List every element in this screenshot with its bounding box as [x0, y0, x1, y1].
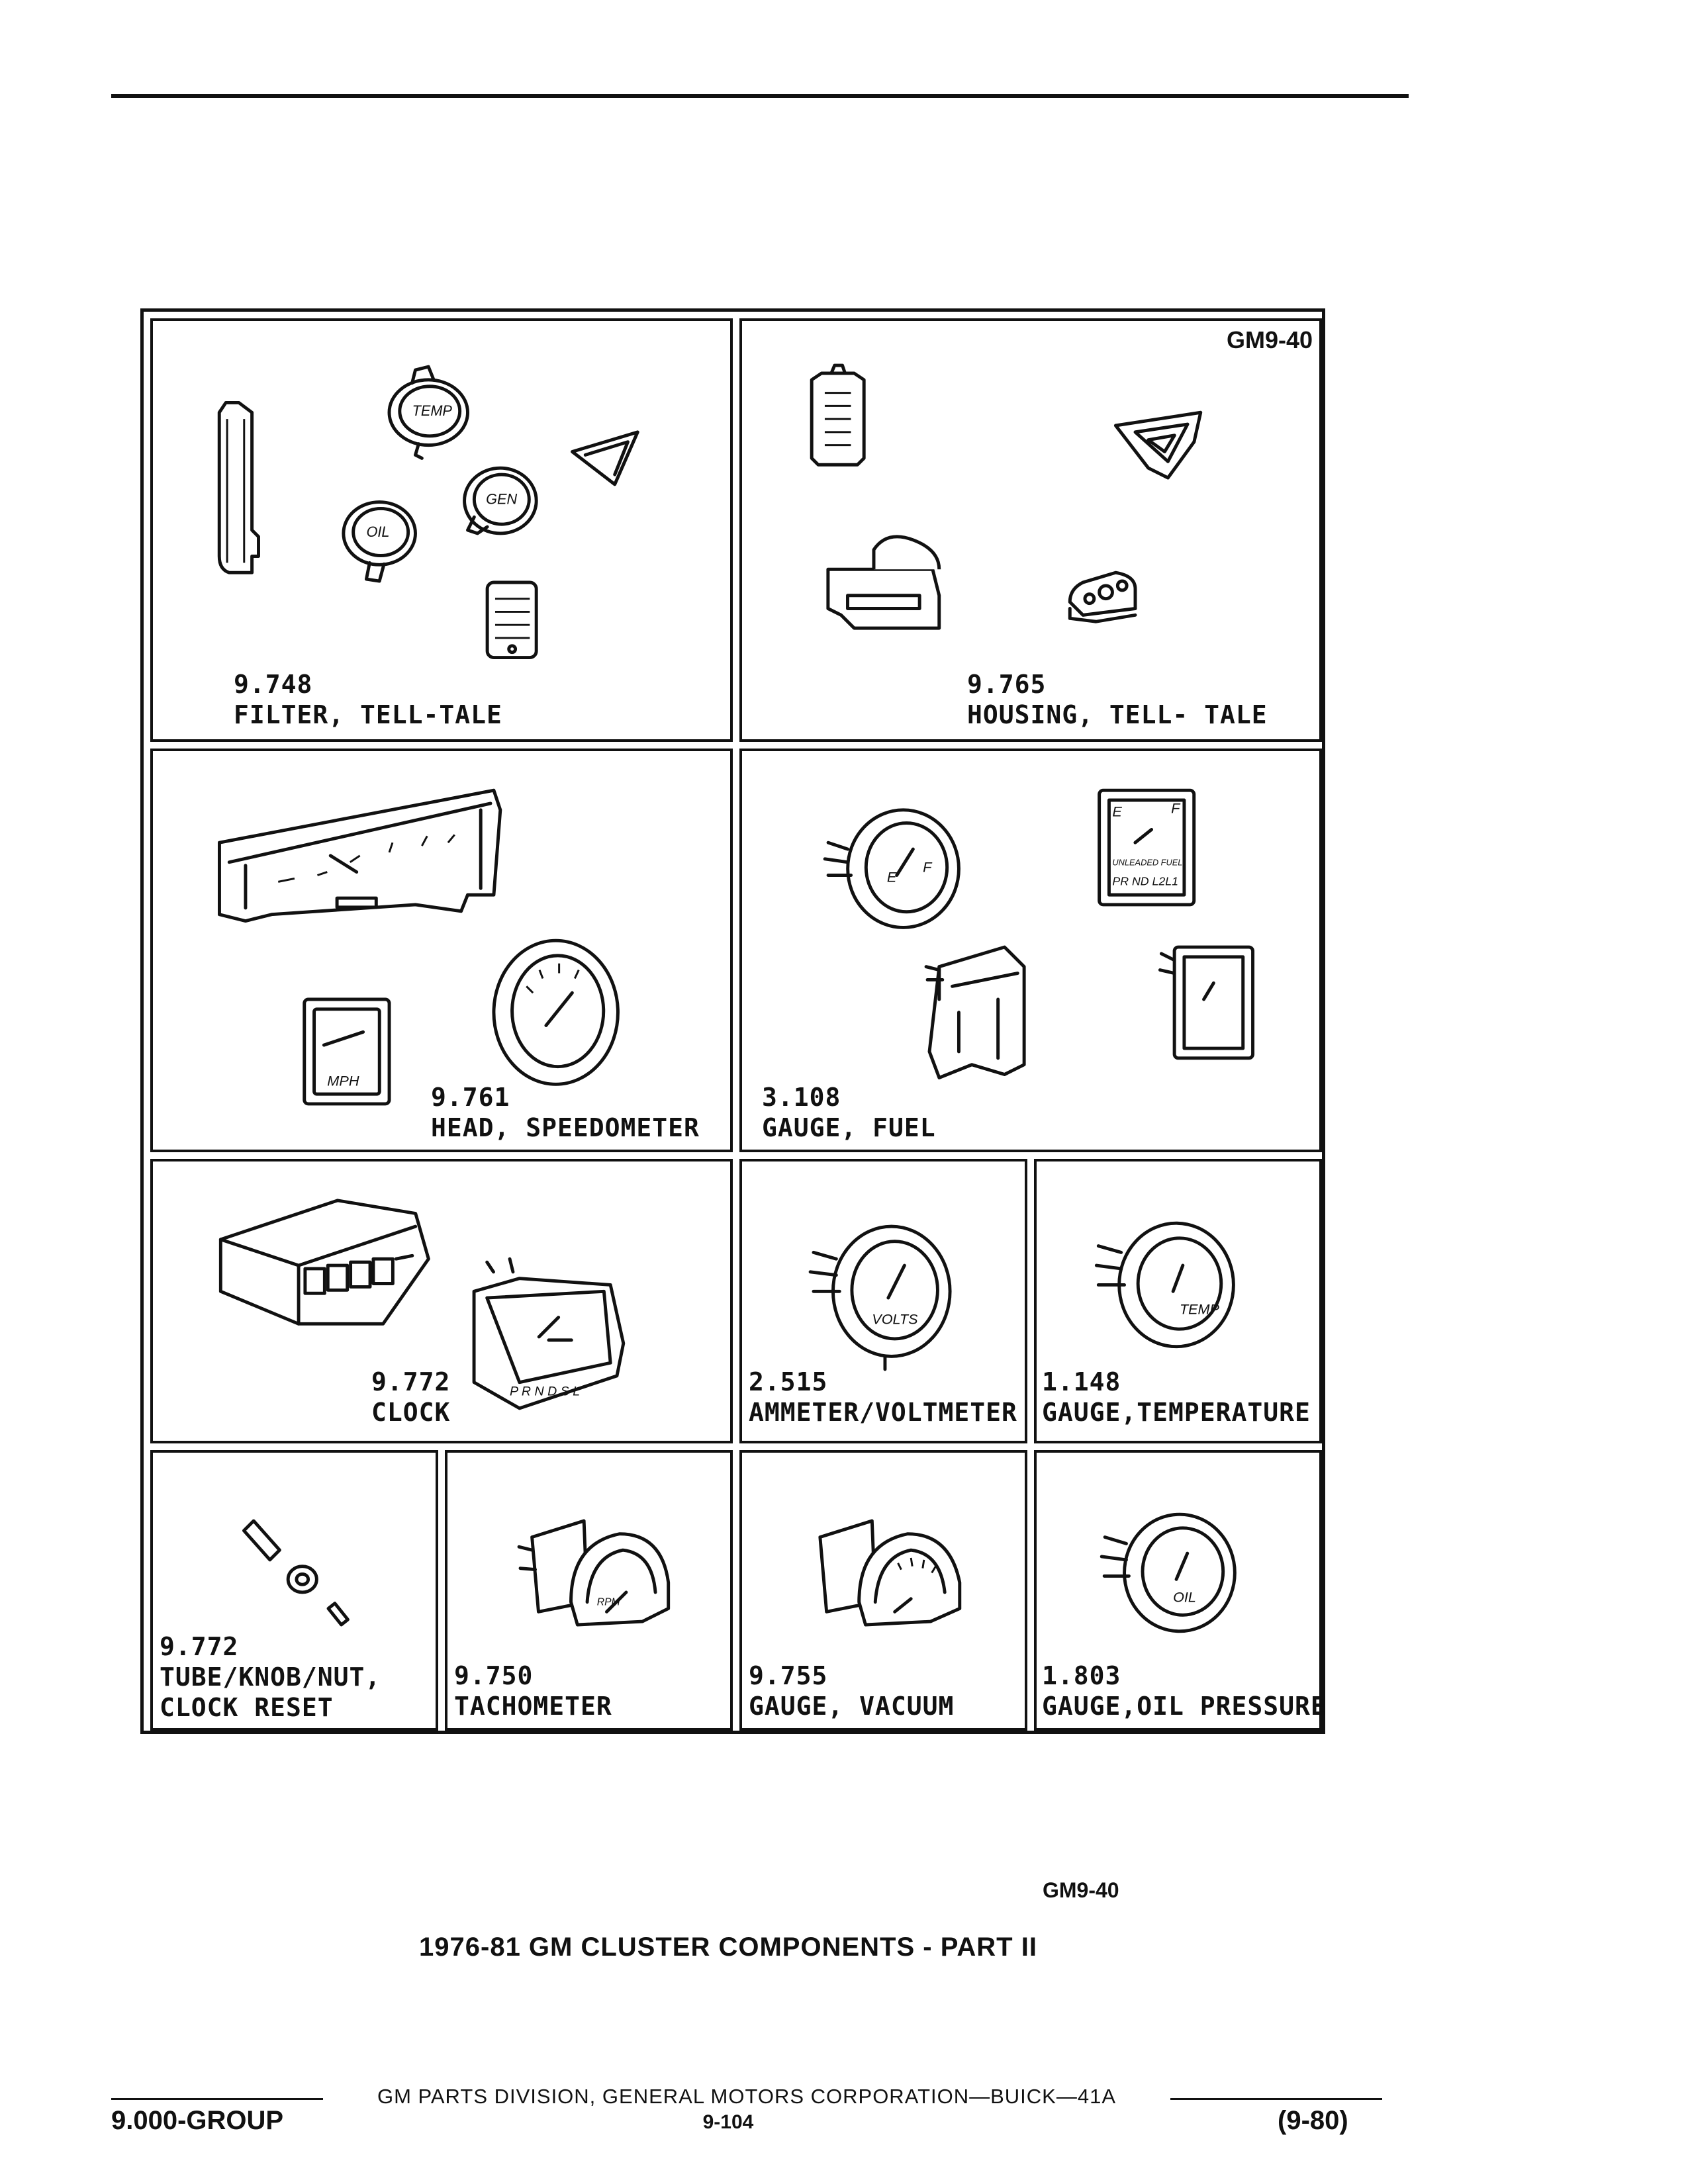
part-name: CLOCK: [371, 1398, 451, 1427]
label-gauge-vacuum: 9.755 GAUGE, VACUUM: [749, 1661, 954, 1721]
cell-head-speedometer: MPH 9.761 HEAD, SPEEDOMETER: [150, 749, 733, 1152]
part-name: AMMETER/VOLTMETER: [749, 1398, 1017, 1427]
label-gauge-temperature: 1.148 GAUGE,TEMPERATURE: [1042, 1367, 1311, 1428]
parts-figure: TEMP GEN OIL 9.748 FILTER, TELL-TALE GM9…: [140, 308, 1326, 1734]
mph-label: MPH: [327, 1072, 359, 1089]
part-number: 3.108: [762, 1083, 841, 1112]
part-number: 2.515: [749, 1367, 828, 1396]
part-name: GAUGE,TEMPERATURE: [1042, 1398, 1311, 1427]
speedometer-drawing: MPH: [217, 788, 620, 1106]
figure-code-top: GM9-40: [1226, 326, 1313, 353]
tachometer-drawing: RPM: [517, 1519, 671, 1627]
cell-gauge-vacuum: 9.755 GAUGE, VACUUM: [739, 1450, 1027, 1731]
temp-gauge-label: TEMP: [1180, 1301, 1220, 1318]
part-number: 9.761: [431, 1083, 510, 1112]
fuel-gauge-drawing: E F E F UNLEADED FUEL PR ND L2L1: [823, 788, 1255, 1079]
cell-gauge-oil-pressure: OIL 1.803 GAUGE,OIL PRESSURE: [1034, 1450, 1326, 1731]
clock-reset-drawing: [242, 1519, 350, 1627]
svg-text:F: F: [923, 859, 933, 876]
part-number: 9.755: [749, 1661, 828, 1690]
label-clock: 9.772 CLOCK: [371, 1367, 450, 1428]
cell-gauge-fuel: E F E F UNLEADED FUEL PR ND L2L1 3.108 GAU…: [739, 749, 1322, 1152]
figure-code: GM9-40: [1043, 1878, 1119, 1902]
label-filter-tell-tale: 9.748 FILTER, TELL-TALE: [234, 669, 502, 730]
part-name: TACHOMETER: [454, 1692, 612, 1721]
label-clock-reset: 9.772 TUBE/KNOB/NUT, CLOCK RESET: [160, 1631, 381, 1723]
label-gauge-fuel: 3.108 GAUGE, FUEL: [762, 1082, 936, 1143]
part-number: 9.750: [454, 1661, 534, 1690]
part-name: HOUSING, TELL- TALE: [967, 700, 1268, 729]
part-number: 9.765: [967, 670, 1047, 699]
oil-pressure-gauge-drawing: OIL: [1100, 1512, 1237, 1633]
svg-text:E: E: [887, 868, 897, 885]
filter-tell-tale-drawing: TEMP GEN OIL: [217, 365, 639, 660]
part-name: GAUGE,OIL PRESSURE: [1042, 1692, 1327, 1721]
footer-page-number: 9-104: [702, 2111, 754, 2133]
temperature-gauge-drawing: TEMP: [1094, 1221, 1235, 1349]
footer-corporation: GM PARTS DIVISION, GENERAL MOTORS CORPOR…: [377, 2085, 1117, 2108]
temp-label: TEMP: [412, 402, 453, 419]
oil-gauge-label: OIL: [1173, 1589, 1196, 1606]
cell-ammeter-voltmeter: VOLTS 2.515 AMMETER/VOLTMETER: [739, 1159, 1027, 1443]
vacuum-gauge-drawing: [818, 1519, 962, 1627]
cell-tachometer: RPM 9.750 TACHOMETER: [445, 1450, 733, 1731]
part-name: TUBE/KNOB/NUT,: [160, 1662, 381, 1692]
part-number: 9.748: [234, 670, 313, 699]
part-number: 9.772: [160, 1632, 239, 1661]
cell-filter-tell-tale: TEMP GEN OIL 9.748 FILTER, TELL-TALE: [150, 318, 733, 742]
prnd-label: PR ND L2L1: [1112, 874, 1178, 887]
part-name: GAUGE, VACUUM: [749, 1692, 955, 1721]
gen-label: GEN: [486, 491, 517, 508]
label-housing-tell-tale: 9.765 HOUSING, TELL- TALE: [967, 669, 1268, 730]
top-rule: [111, 94, 1409, 98]
part-number: 9.772: [371, 1367, 451, 1396]
part-number: 1.148: [1042, 1367, 1121, 1396]
label-gauge-oil-pressure: 1.803 GAUGE,OIL PRESSURE: [1042, 1661, 1327, 1721]
footer-rule-left: [111, 2098, 323, 2100]
cell-clock-reset: 9.772 TUBE/KNOB/NUT, CLOCK RESET: [150, 1450, 438, 1731]
part-name: HEAD, SPEEDOMETER: [431, 1113, 700, 1142]
part-name: FILTER, TELL-TALE: [234, 700, 502, 729]
label-tachometer: 9.750 TACHOMETER: [454, 1661, 612, 1721]
volts-label: VOLTS: [872, 1310, 918, 1327]
clock-drawing: P R N D S L: [218, 1199, 626, 1410]
part-number: 1.803: [1042, 1661, 1121, 1690]
rpm-label: RPM: [597, 1597, 621, 1608]
svg-text:F: F: [1171, 800, 1181, 817]
prndsl-label: P R N D S L: [510, 1384, 580, 1398]
oil-label: OIL: [366, 523, 389, 540]
housing-tell-tale-drawing: [810, 363, 1203, 630]
cell-housing-tell-tale: GM9-40 9.765 HOUSING, TELL- TALE: [739, 318, 1322, 742]
voltmeter-drawing: VOLTS: [808, 1224, 952, 1371]
unleaded-label: UNLEADED FUEL: [1112, 858, 1182, 868]
figure-title: 1976-81 GM CLUSTER COMPONENTS - PART II: [419, 1933, 1037, 1962]
cell-clock: P R N D S L 9.772 CLOCK: [150, 1159, 733, 1443]
footer-date: (9-80): [1278, 2106, 1348, 2135]
footer-group: 9.000-GROUP: [111, 2106, 284, 2135]
svg-text:E: E: [1112, 803, 1122, 820]
label-ammeter-voltmeter: 2.515 AMMETER/VOLTMETER: [749, 1367, 1017, 1428]
part-name: GAUGE, FUEL: [762, 1113, 936, 1142]
cell-gauge-temperature: TEMP 1.148 GAUGE,TEMPERATURE: [1034, 1159, 1322, 1443]
footer-rule-right: [1170, 2098, 1382, 2100]
label-head-speedometer: 9.761 HEAD, SPEEDOMETER: [431, 1082, 700, 1143]
part-name-line2: CLOCK RESET: [160, 1693, 334, 1722]
